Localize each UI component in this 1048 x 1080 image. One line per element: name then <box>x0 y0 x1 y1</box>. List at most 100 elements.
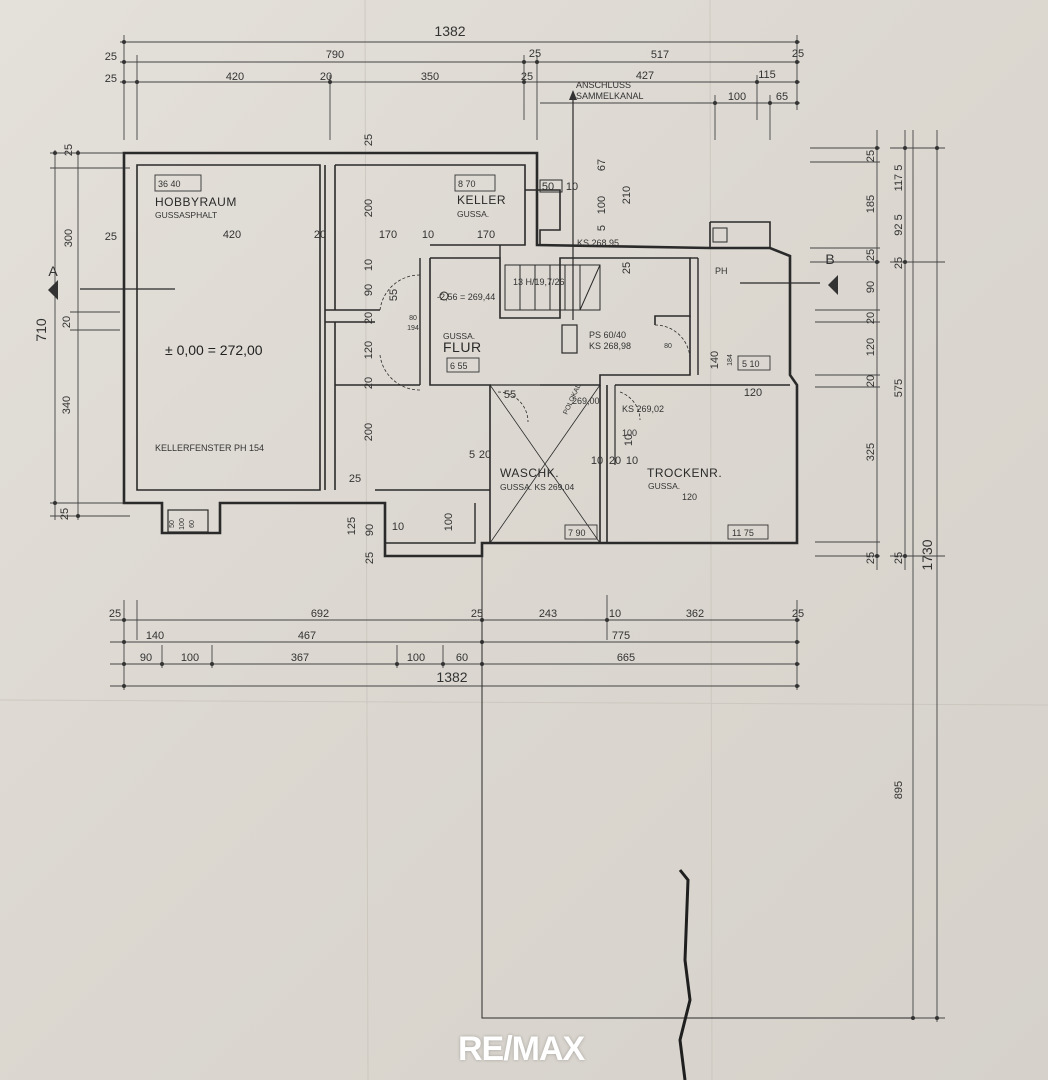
dim-top-r2-3: 350 <box>421 71 439 83</box>
wasch-level-label: 269,00 <box>572 396 600 406</box>
section-b-arrow <box>828 275 838 295</box>
dim-inner-19: 55 <box>504 389 516 401</box>
anschluss-label: ANSCHLUSS <box>576 80 631 90</box>
paper-tear <box>678 869 692 1080</box>
dim-bot-r1-1: 692 <box>311 608 329 620</box>
ks-ps-label: KS 268,98 <box>589 341 631 351</box>
dim-inner-24: 10 <box>623 434 635 446</box>
dim-right-0: 25 <box>865 150 877 162</box>
dim-inner-38: 10 <box>392 521 404 533</box>
dim-inner-12: 200 <box>363 423 375 441</box>
room-waschk: WASCHK. GUSSA. KS 269,04 7 90 <box>500 466 598 540</box>
dim-inner-34: 25 <box>621 262 633 274</box>
dim-bot-r2-0: 140 <box>146 630 164 642</box>
ks-trocken-label: KS 269,02 <box>622 404 664 414</box>
dim-right-12: 575 <box>893 379 905 397</box>
section-b-label: B <box>825 251 834 267</box>
dim-inner-15: 90 <box>364 524 376 536</box>
dim-inner-18: 20 <box>479 449 491 461</box>
dim-inner-3: 170 <box>379 229 397 241</box>
dim-inner-4: 10 <box>422 229 434 241</box>
remax-logo: RE/MAX <box>458 1030 585 1068</box>
room-floor: GUSSA. <box>648 481 680 491</box>
room-floor: GUSSA. KS 269,04 <box>500 482 574 492</box>
dim-inner-7: 10 <box>363 259 375 271</box>
dim-inner-21: 10 <box>591 455 603 467</box>
room-area: 36 40 <box>158 179 181 189</box>
dim-right-1: 185 <box>865 195 877 213</box>
dim-left-4: 340 <box>61 396 73 414</box>
dim-inner-16: 25 <box>364 552 376 564</box>
dim-bot-r3-0: 90 <box>140 652 152 664</box>
dim-bot-r1-6: 25 <box>792 608 804 620</box>
dim-inner-5: 170 <box>477 229 495 241</box>
dim-inner-13: 25 <box>349 473 361 485</box>
anschluss-arrow <box>569 90 577 100</box>
sammelkanal-label: SAMMELKANAL <box>576 91 644 101</box>
room-name: WASCHK. <box>500 466 559 480</box>
dim-bot-r1-4: 10 <box>609 608 621 620</box>
room-keller: 8 70 KELLER GUSSA. <box>454 174 506 219</box>
room-area: 7 90 <box>568 528 586 538</box>
room-floor: GUSSASPHALT <box>155 210 217 220</box>
dim-right-9: 117 5 <box>893 165 905 192</box>
room-flur: GUSSA. FLUR 6 55 <box>443 331 482 373</box>
dim-inner-23: 10 <box>626 455 638 467</box>
overall-width-bottom: 1382 <box>436 669 467 685</box>
dim-right-7: 325 <box>865 443 877 461</box>
dim-inner-6: 200 <box>363 199 375 217</box>
dim-inner-26: 120 <box>744 387 762 399</box>
dim-top-r1-4: 25 <box>792 48 804 60</box>
section-a-label: A <box>48 263 58 279</box>
dim-inner-9: 20 <box>363 312 375 324</box>
dim-inner-27: 140 <box>709 351 721 369</box>
dim-top-r1-1: 790 <box>326 49 344 61</box>
dim-right-3: 90 <box>865 281 877 293</box>
dim-inner-37: 60 <box>189 520 196 528</box>
dim-right-4: 20 <box>865 312 877 324</box>
dim-inner-30: 67 <box>596 159 608 171</box>
dim-inner-28: 50 <box>542 181 554 193</box>
dim-inner-20: 55 <box>388 289 400 301</box>
room-area: 8 70 <box>458 179 476 189</box>
dim-inner-39: 80 <box>409 315 417 322</box>
dim-top-r1-0: 25 <box>105 51 117 63</box>
room-area: 11 75 <box>732 528 754 538</box>
dims-120-label: 120 <box>682 492 697 502</box>
dim-right-14: 895 <box>893 781 905 799</box>
dim-right-6: 20 <box>865 375 877 387</box>
room-name: FLUR <box>443 339 482 355</box>
dim-inner-8: 90 <box>363 284 375 296</box>
room-area: 6 55 <box>450 361 468 371</box>
room-area: 5 10 <box>742 359 760 369</box>
dim-bot-r3-3: 100 <box>407 652 425 664</box>
stairs-label: 13 H/19,7/26 <box>513 277 565 287</box>
dim-top-r3-1: 65 <box>776 91 788 103</box>
dim-bot-r2-2: 775 <box>612 630 630 642</box>
overall-width-top: 1382 <box>434 23 465 39</box>
dim-right-5: 120 <box>865 338 877 356</box>
dim-top-r2-4: 25 <box>521 71 533 83</box>
dim-inner-17: 5 <box>469 449 475 461</box>
ph-label: PH <box>715 266 728 276</box>
dim-top-r1-3: 517 <box>651 49 669 61</box>
dim-top-r2-0: 25 <box>105 73 117 85</box>
dim-inner-35: 50 <box>169 520 176 528</box>
room-hobbyraum: 36 40 HOBBYRAUM GUSSASPHALT <box>154 174 236 220</box>
room-floor: GUSSA. <box>457 209 489 219</box>
dim-right-11: 25 <box>893 257 905 269</box>
dim-inner-31: 210 <box>621 186 633 204</box>
dim-right-10: 92 5 <box>893 214 905 235</box>
dim-left-3: 20 <box>61 316 73 328</box>
dim-bot-r2-1: 467 <box>298 630 316 642</box>
dim-top-r1-2: 25 <box>529 48 541 60</box>
dim-inner-42: 184 <box>727 354 734 366</box>
dim-top-r2-6: 115 <box>758 69 776 81</box>
dim-inner-14: 125 <box>346 517 358 535</box>
kellerfenster-label: KELLERFENSTER PH 154 <box>155 443 264 453</box>
room-trockenr: TROCKENR. GUSSA. 11 75 <box>647 466 769 540</box>
dim-inner-1: 420 <box>223 229 241 241</box>
dim-inner-25: 100 <box>443 513 455 531</box>
